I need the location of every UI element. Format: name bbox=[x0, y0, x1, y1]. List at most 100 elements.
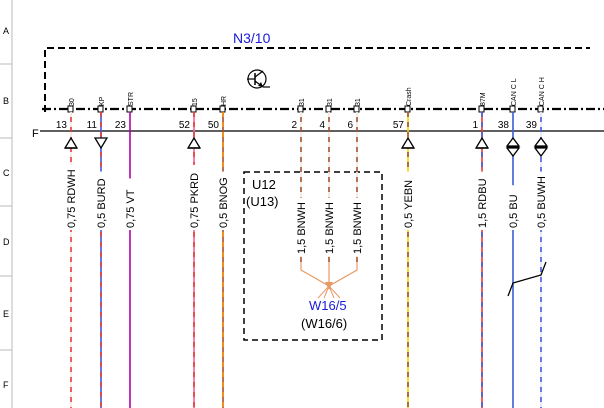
pin-name-label: 31 bbox=[355, 98, 362, 106]
wire-label-bg bbox=[217, 171, 229, 230]
ground-junction bbox=[300, 262, 358, 299]
pin-name-label: KP bbox=[99, 96, 106, 106]
arrow-down-icon bbox=[505, 147, 521, 158]
pin-socket bbox=[353, 105, 360, 113]
wire-label: 0,75 VT bbox=[125, 189, 137, 228]
pin-number-label: 1 bbox=[472, 120, 478, 131]
pin-name-label: 87M bbox=[480, 92, 487, 106]
wire-label: 0,75 RDWH bbox=[66, 169, 78, 228]
row-marker: B bbox=[3, 96, 9, 106]
arrow-up-icon bbox=[400, 136, 416, 149]
pin-name-label: CAN C L bbox=[511, 78, 518, 106]
transistor-icon bbox=[247, 69, 270, 89]
ground-point-label: (W16/6) bbox=[301, 316, 347, 331]
connector-50: HR 50 0,5 BNOG bbox=[208, 96, 230, 408]
row-marker-column: A B C D E F bbox=[0, 0, 13, 408]
wire-label-bg bbox=[476, 171, 488, 230]
connector-6: 31 6 1,5 BNWH bbox=[347, 98, 364, 262]
ground-box-label: (U13) bbox=[246, 194, 279, 209]
arrow-down-icon bbox=[533, 147, 549, 158]
wire-label: 1,5 BNWH bbox=[324, 202, 336, 254]
wire-label: 1,5 BNWH bbox=[352, 202, 364, 254]
pin-name-label: 30 bbox=[69, 98, 76, 106]
wire-label: 0,5 BNOG bbox=[218, 177, 230, 228]
row-marker: D bbox=[3, 237, 10, 247]
wire-label: 0,5 BURD bbox=[96, 178, 108, 228]
module-title: N3/10 bbox=[233, 30, 271, 46]
pin-socket bbox=[219, 105, 226, 113]
pin-number-label: 52 bbox=[179, 120, 191, 131]
row-marker: C bbox=[3, 168, 10, 178]
connector-52: 15 52 0,75 PKRD bbox=[179, 98, 202, 408]
pin-number-label: 50 bbox=[208, 120, 220, 131]
pin-socket bbox=[509, 105, 516, 113]
pin-socket bbox=[325, 105, 332, 113]
connector-2: 31 2 1,5 BNWH bbox=[291, 98, 308, 262]
arrow-up-icon bbox=[474, 136, 490, 149]
connector-11: KP 11 0,5 BURD bbox=[87, 96, 109, 408]
wire-label: 0,75 PKRD bbox=[189, 173, 201, 228]
pin-name-label: 31 bbox=[327, 98, 334, 106]
pin-socket bbox=[297, 105, 304, 113]
wire-label-bg bbox=[402, 171, 414, 230]
connector-4: 31 4 1,5 BNWH bbox=[319, 98, 336, 262]
module-outline bbox=[44, 47, 590, 112]
twisted-pair-icon bbox=[507, 261, 547, 297]
pin-name-label: STR bbox=[128, 92, 135, 106]
wire-label-bg bbox=[188, 164, 200, 230]
pin-name-label: CAN C H bbox=[539, 77, 546, 106]
wire-label-bg bbox=[535, 171, 547, 230]
pin-number-label: 4 bbox=[319, 120, 325, 131]
pin-socket bbox=[404, 105, 411, 113]
ground-box-label: U12 bbox=[252, 177, 276, 192]
wire-label: 0,5 YEBN bbox=[403, 180, 415, 228]
pin-number-label: 38 bbox=[498, 120, 510, 131]
pin-socket bbox=[478, 105, 485, 113]
pin-number-label: 23 bbox=[115, 120, 127, 131]
pin-socket bbox=[537, 105, 544, 113]
connector-23: STR 23 0,75 VT bbox=[115, 92, 137, 408]
module-n3-10: N3/10 F bbox=[32, 30, 604, 140]
row-marker: E bbox=[3, 309, 9, 319]
pin-number-label: 2 bbox=[291, 120, 297, 131]
pin-number-label: 6 bbox=[347, 120, 353, 131]
arrow-up-icon bbox=[63, 136, 79, 149]
wire-label-bg bbox=[323, 197, 335, 256]
arrow-up-icon bbox=[505, 136, 521, 147]
wire-label: 1,5 BNWH bbox=[296, 202, 308, 254]
wire-label-bg bbox=[95, 171, 107, 230]
arrow-up-icon bbox=[186, 136, 202, 149]
ground-box: U12 (U13) W16/5 (W16/6) bbox=[243, 171, 383, 341]
connector-38: CAN C L 38 0,5 BU bbox=[498, 78, 521, 408]
connector-57: Crash 57 0,5 YEBN bbox=[393, 87, 416, 408]
connector-13: 30 13 0,75 RDWH bbox=[56, 98, 79, 408]
ground-box-outline bbox=[243, 171, 383, 341]
wire-label: 1,5 RDBU bbox=[477, 178, 489, 228]
wire-label-bg bbox=[124, 178, 136, 230]
pin-name-label: HR bbox=[221, 96, 228, 106]
wire-label-bg bbox=[351, 197, 363, 256]
pin-socket bbox=[190, 105, 197, 113]
arrow-up-icon bbox=[533, 136, 549, 147]
connector-1: 87M 1 1,5 RDBU bbox=[472, 92, 490, 408]
pin-number-label: 13 bbox=[56, 120, 68, 131]
arrow-down-icon bbox=[93, 137, 109, 150]
pin-number-label: 11 bbox=[87, 120, 98, 131]
wire-label-bg bbox=[507, 185, 519, 230]
pin-row-label: F bbox=[32, 128, 39, 140]
pin-socket bbox=[126, 105, 133, 113]
ground-point-label: W16/5 bbox=[309, 298, 347, 313]
connector-39: CAN C H 39 0,5 BUWH bbox=[526, 77, 549, 408]
connector-group: 30 13 0,75 RDWH KP 11 0,5 BURD STR 23 0,75 VT 15 5… bbox=[56, 77, 549, 408]
wire-label: 0,5 BU bbox=[508, 194, 520, 228]
row-marker: F bbox=[3, 380, 9, 390]
pin-name-label: 31 bbox=[299, 98, 306, 106]
pin-number-label: 39 bbox=[526, 120, 538, 131]
row-marker: A bbox=[3, 26, 9, 36]
pin-name-label: 15 bbox=[192, 98, 199, 106]
wire-label: 0,5 BUWH bbox=[536, 176, 548, 228]
pin-number-label: 57 bbox=[393, 120, 405, 131]
pin-name-label: Crash bbox=[406, 87, 413, 106]
pin-socket bbox=[67, 105, 74, 113]
